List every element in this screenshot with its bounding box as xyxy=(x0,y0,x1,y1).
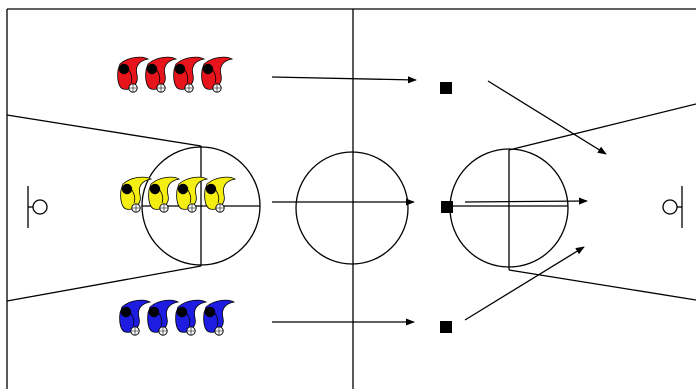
player-lines xyxy=(117,56,237,336)
player-icon xyxy=(147,299,180,336)
player-icon xyxy=(148,176,181,213)
player-icon xyxy=(175,299,208,336)
red-player-line xyxy=(117,56,234,93)
arrow-icon xyxy=(464,246,585,321)
player-icon xyxy=(204,176,237,213)
arrow-icon xyxy=(487,80,607,155)
cone-marker-icon xyxy=(440,82,452,94)
arrow-icon xyxy=(464,197,588,205)
player-icon xyxy=(173,56,206,93)
player-icon xyxy=(176,176,209,213)
right-key xyxy=(449,103,696,301)
cone-marker-icon xyxy=(440,321,452,333)
cone-marker-icon xyxy=(441,201,453,213)
player-icon xyxy=(203,299,236,336)
left-key xyxy=(6,114,261,302)
left-basket-icon xyxy=(27,186,48,228)
player-icon xyxy=(120,176,153,213)
player-icon xyxy=(201,56,234,93)
yellow-player-line xyxy=(120,176,237,213)
right-basket-icon xyxy=(662,186,683,228)
cones xyxy=(440,82,453,333)
arrow-icon xyxy=(271,76,417,84)
player-icon xyxy=(119,299,152,336)
court-outline xyxy=(6,8,696,389)
arrows xyxy=(271,76,607,326)
player-icon xyxy=(145,56,178,93)
blue-player-line xyxy=(119,299,236,336)
player-icon xyxy=(117,56,150,93)
center-circle xyxy=(295,151,409,265)
